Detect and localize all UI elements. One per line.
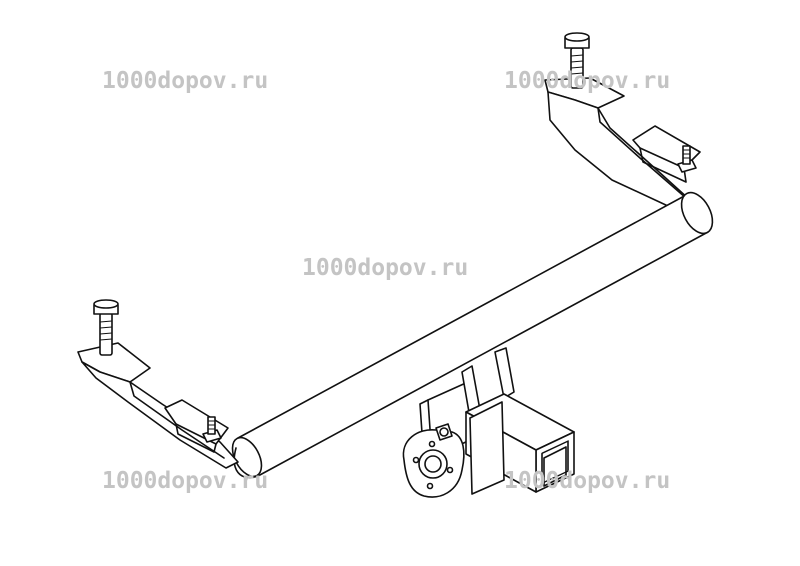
right-top-bolt: [564, 32, 590, 89]
right-small-stud: [677, 145, 697, 173]
watermark-text: 1000dopov.ru: [302, 255, 469, 281]
right-mounting-bracket: [544, 77, 701, 207]
left-mounting-bracket: [77, 342, 239, 469]
watermark-text: 1000dopov.ru: [504, 468, 671, 494]
left-small-stud: [202, 416, 222, 443]
watermark-text: 1000dopov.ru: [504, 68, 671, 94]
socket-bracket-plate: [402, 423, 465, 498]
main-cross-tube: [231, 191, 714, 479]
left-top-bolt: [93, 299, 119, 356]
watermark-text: 1000dopov.ru: [102, 468, 269, 494]
watermark-text: 1000dopov.ru: [102, 68, 269, 94]
